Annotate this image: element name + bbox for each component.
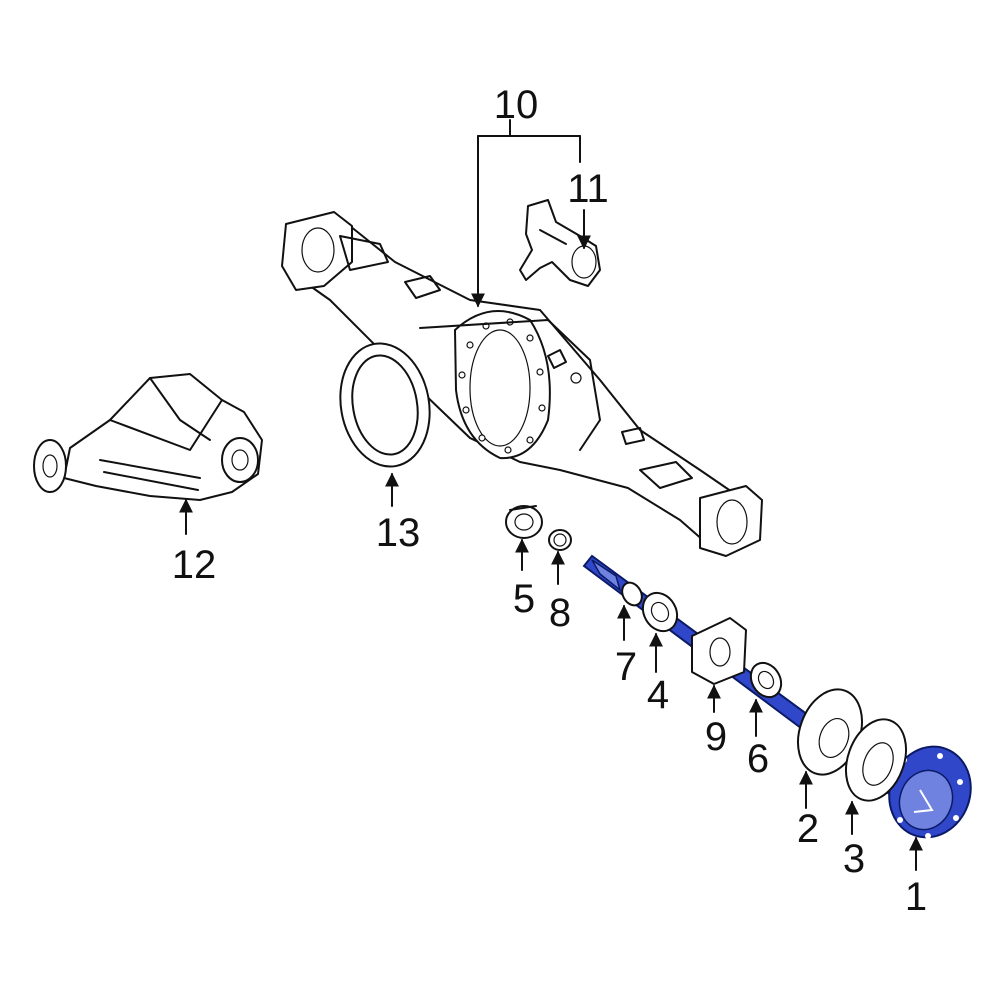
callout-5[interactable]: 5 [513, 577, 535, 621]
callout-6[interactable]: 6 [747, 737, 769, 781]
differential-carrier[interactable] [33, 373, 263, 501]
gasket-part-3[interactable] [835, 711, 916, 809]
callout-10[interactable]: 10 [494, 83, 539, 127]
callout-4[interactable]: 4 [647, 673, 669, 717]
seal-part-6[interactable] [745, 657, 787, 702]
housing-bolt-holes [458, 318, 546, 454]
callout-8[interactable]: 8 [549, 591, 571, 635]
callout-11[interactable]: 11 [567, 167, 609, 211]
gasket-part-2[interactable] [787, 680, 873, 783]
axle-bracket[interactable] [519, 199, 601, 287]
bearing-part-4[interactable] [636, 587, 684, 638]
housing-gasket[interactable] [331, 336, 439, 473]
callout-12[interactable]: 12 [172, 543, 217, 587]
callout-13[interactable]: 13 [376, 511, 421, 555]
callout-1[interactable]: 1 [905, 875, 927, 919]
callout-3[interactable]: 3 [843, 837, 865, 881]
callout-9[interactable]: 9 [705, 715, 727, 759]
callout-2[interactable]: 2 [797, 807, 819, 851]
bearing-part-5[interactable] [505, 505, 543, 539]
bearing-plate-part-9[interactable] [691, 617, 747, 685]
retainer-part-7[interactable] [618, 579, 646, 609]
callout-7[interactable]: 7 [615, 645, 637, 689]
ring-part-8[interactable] [548, 529, 572, 551]
axle-housing[interactable] [281, 211, 763, 557]
leader-lines [179, 119, 923, 871]
